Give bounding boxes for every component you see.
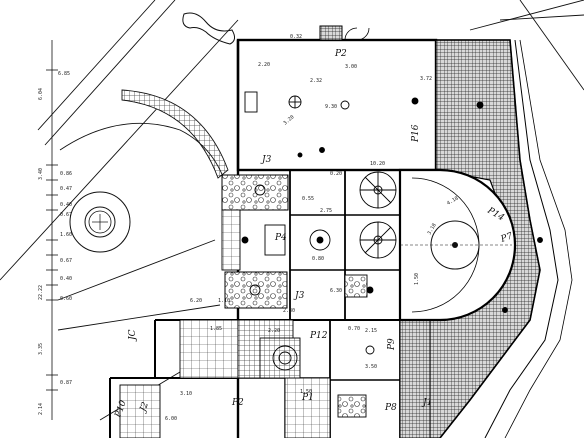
room-jc: JC — [128, 329, 138, 342]
room-j3-mid: J3 — [293, 291, 305, 301]
dim-040: 0.40 — [60, 202, 72, 208]
dim-232: 2.32 — [310, 78, 322, 84]
dim-220: 2.20 — [258, 62, 270, 68]
dim-040b: 0.40 — [60, 276, 72, 282]
room-p16: P16 — [411, 124, 421, 143]
dim-070: 0.70 — [348, 326, 360, 332]
dim-055: 0.55 — [302, 196, 314, 202]
dim-604: 6.04 — [38, 88, 44, 100]
dim-600: 6.00 — [165, 416, 177, 422]
dim-110: 1.10 — [218, 298, 230, 304]
dim-318: 3.18 — [427, 223, 438, 236]
room-j3-top: J3 — [260, 155, 272, 165]
dim-275: 2.75 — [320, 208, 332, 214]
room-p8: P8 — [384, 403, 397, 413]
dim-060: 0.60 — [60, 296, 72, 302]
dim-032: 0.32 — [290, 34, 302, 40]
top-ornament — [182, 12, 236, 45]
dim-080: 0.80 — [312, 256, 324, 262]
right-lower-terrace — [399, 319, 431, 438]
room-p7: P7 — [499, 231, 515, 245]
spiral-stairs — [359, 171, 397, 259]
dim-335: 3.35 — [38, 343, 44, 355]
dim-150b: 1.50 — [300, 389, 312, 395]
round-salon — [398, 168, 517, 322]
dim-320: 3.20 — [282, 114, 295, 126]
dim-067b: 0.67 — [60, 258, 72, 264]
dim-930: 9.30 — [325, 104, 337, 110]
dim-214: 2.14 — [38, 403, 44, 415]
fixtures — [241, 91, 543, 371]
dim-418: 4.18 — [446, 196, 459, 207]
room-p2-top: P2 — [334, 49, 347, 59]
dim-087: 0.87 — [60, 380, 72, 386]
stone-beds — [221, 174, 368, 418]
dim-220b: 2.20 — [268, 328, 280, 334]
dim-340: 3.40 — [38, 168, 44, 180]
dim-047: 0.47 — [60, 186, 72, 192]
room-p4: P4 — [274, 233, 287, 243]
dim-1020: 10.20 — [370, 161, 385, 167]
left-dimension-labels: 6.04 0.86 0.47 0.40 0.67 1.60 0.67 0.40 … — [38, 88, 72, 415]
dim-685: 6.85 — [58, 71, 70, 77]
dim-185: 1.85 — [210, 326, 222, 332]
dim-215: 2.15 — [365, 328, 377, 334]
dim-160: 1.60 — [60, 232, 72, 238]
dim-350: 3.50 — [365, 364, 377, 370]
room-p9: P9 — [387, 338, 397, 351]
room-p2-bottom: P2 — [231, 398, 244, 408]
dim-150: 1.50 — [414, 273, 420, 285]
room-p12: P12 — [309, 331, 328, 341]
room-j2: J2 — [138, 401, 151, 415]
fountain — [69, 191, 131, 253]
dim-2222: 22.22 — [38, 285, 44, 300]
dim-086: 0.86 — [60, 171, 72, 177]
room-labels: P16 P7 P14 P9 P10 P8 P2 P2 P1 P4 P12 J3 … — [113, 49, 514, 420]
entrance-door — [319, 25, 370, 41]
mid-tile-bands — [119, 209, 331, 438]
dim-067: 0.67 — [60, 212, 72, 218]
dim-630: 6.30 — [330, 288, 342, 294]
plan-dimensions: 0.32 2.20 3.00 3.72 3.20 2.32 10.20 0.20… — [58, 34, 459, 422]
dim-230: 2.30 — [283, 308, 295, 314]
left-dimension-column — [46, 40, 58, 420]
curved-garden-path — [59, 89, 231, 201]
dim-372: 3.72 — [420, 76, 432, 82]
room-j1: J1 — [421, 398, 432, 408]
dim-300: 3.00 — [345, 64, 357, 70]
room-p1: P1 — [301, 393, 314, 403]
dim-620: 6.20 — [190, 298, 202, 304]
dim-020: 0.20 — [330, 171, 342, 177]
dim-310: 3.10 — [180, 391, 192, 397]
